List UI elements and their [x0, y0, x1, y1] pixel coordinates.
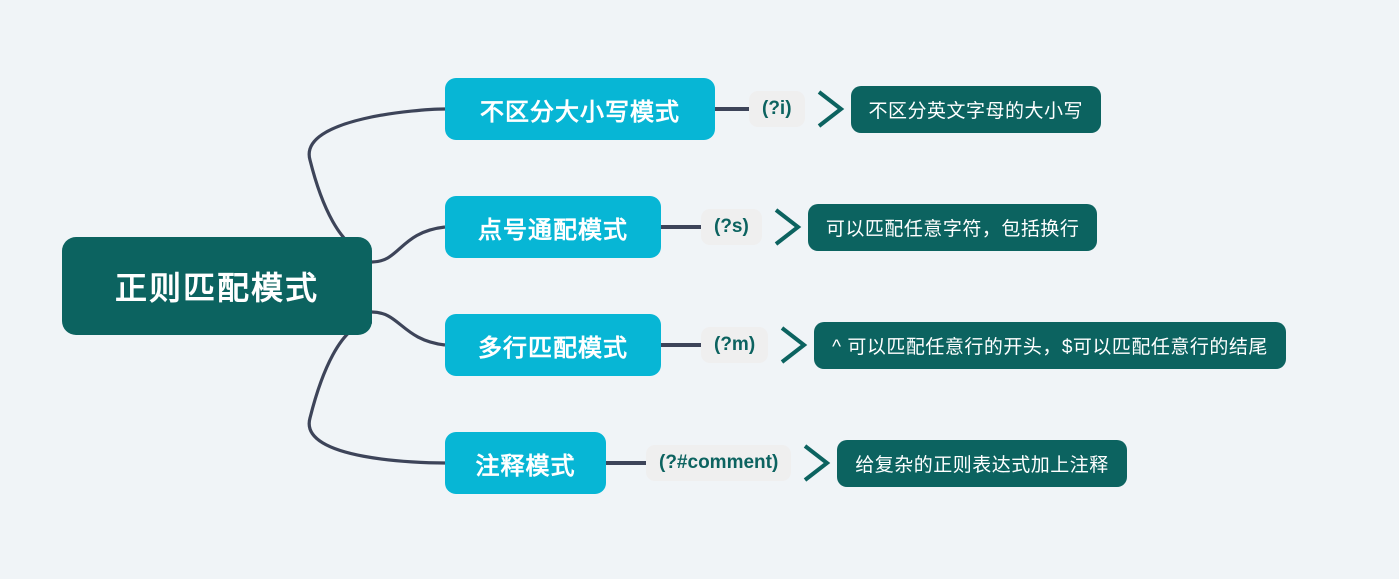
code-pill-3-label: (?m)	[714, 334, 756, 355]
description-node-4[interactable]: 给复杂的正则表达式加上注释	[837, 439, 1127, 487]
branch-row-3: 多行匹配模式 (?m) ^ 可以匹配任意行的开头，$可以匹配任意行的结尾	[445, 314, 1286, 376]
description-node-1[interactable]: 不区分英文字母的大小写	[850, 85, 1102, 133]
description-node-2[interactable]: 可以匹配任意字符，包括换行	[807, 203, 1098, 251]
description-node-1-label: 不区分英文字母的大小写	[868, 100, 1084, 122]
branch-node-3[interactable]: 多行匹配模式	[445, 314, 661, 376]
code-pill-2-label: (?s)	[714, 216, 749, 237]
branch-stub-2	[661, 225, 701, 229]
branch-node-3-label: 多行匹配模式	[478, 334, 628, 362]
branch-row-1: 不区分大小写模式 (?i) 不区分英文字母的大小写	[445, 78, 1102, 140]
branch-node-4-label: 注释模式	[475, 452, 576, 480]
branch-node-4[interactable]: 注释模式	[445, 432, 606, 494]
branch-row-2: 点号通配模式 (?s) 可以匹配任意字符，包括换行	[445, 196, 1098, 258]
root-node[interactable]: 正则匹配模式	[62, 237, 372, 335]
description-node-3[interactable]: ^ 可以匹配任意行的开头，$可以匹配任意行的结尾	[814, 321, 1286, 369]
code-pill-2[interactable]: (?s)	[701, 209, 762, 245]
code-pill-4-label: (?#comment)	[659, 452, 779, 473]
branch-node-2-label: 点号通配模式	[478, 216, 628, 244]
branch-row-4: 注释模式 (?#comment) 给复杂的正则表达式加上注释	[445, 432, 1127, 494]
root-node-label: 正则匹配模式	[114, 270, 319, 306]
code-pill-4[interactable]: (?#comment)	[646, 445, 792, 481]
branch-stub-4	[606, 461, 646, 465]
description-node-2-label: 可以匹配任意字符，包括换行	[825, 218, 1080, 240]
code-pill-1-label: (?i)	[762, 98, 792, 119]
branch-node-2[interactable]: 点号通配模式	[445, 196, 661, 258]
code-pill-3[interactable]: (?m)	[701, 327, 769, 363]
code-pill-1[interactable]: (?i)	[749, 91, 805, 127]
chevron-right-icon-1	[817, 90, 844, 128]
chevron-right-icon-3	[780, 326, 808, 364]
branch-node-1-label: 不区分大小写模式	[480, 98, 680, 126]
branch-stub-1	[715, 107, 749, 111]
description-node-3-label: ^ 可以匹配任意行的开头，$可以匹配任意行的结尾	[832, 336, 1268, 358]
description-node-4-label: 给复杂的正则表达式加上注释	[855, 454, 1109, 476]
branch-node-1[interactable]: 不区分大小写模式	[445, 78, 715, 140]
chevron-right-icon-4	[804, 444, 831, 482]
chevron-right-icon-2	[774, 208, 802, 246]
branch-stub-3	[661, 343, 701, 347]
